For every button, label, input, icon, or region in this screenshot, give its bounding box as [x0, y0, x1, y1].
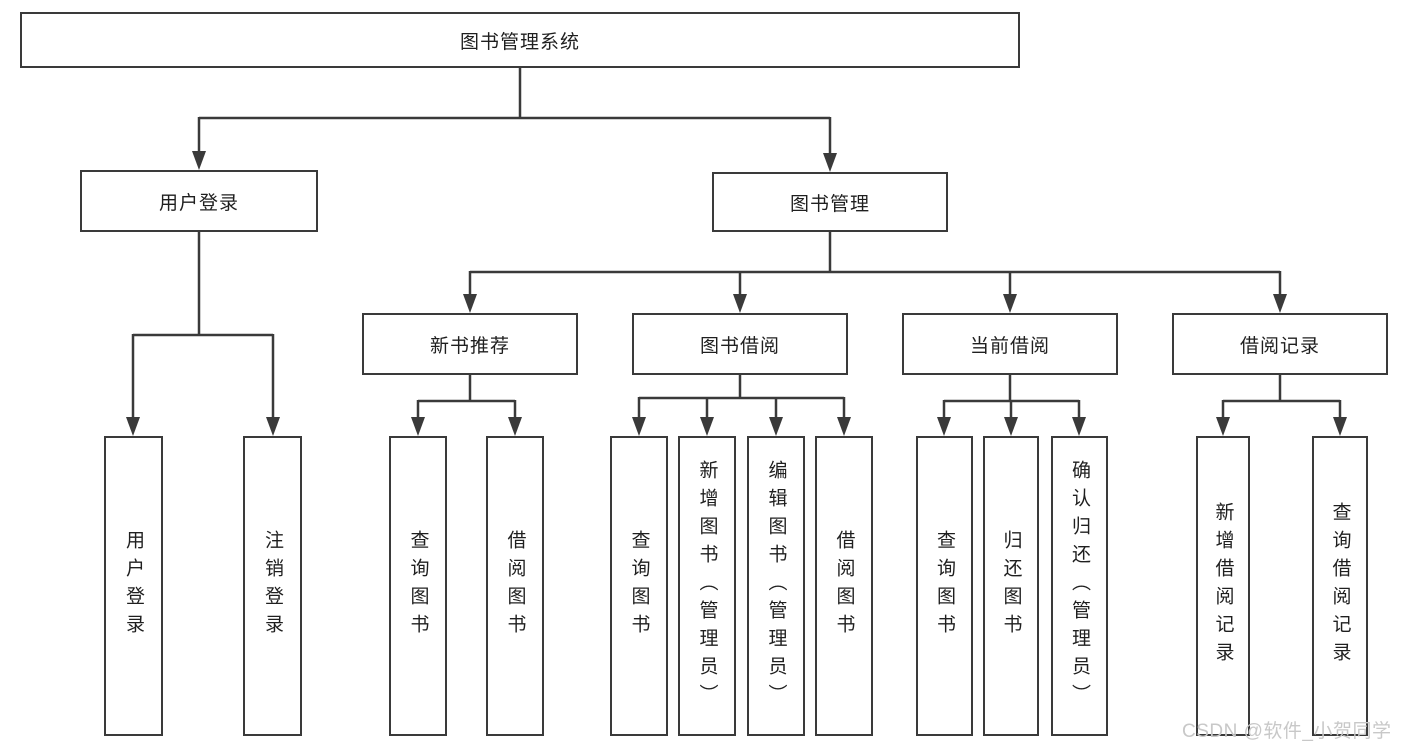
node-label: 当前借阅: [969, 335, 1050, 357]
leaf-query-borrow-record: 查询借阅记录: [1312, 436, 1368, 736]
leaf-borrow-books: 借阅图书: [815, 436, 873, 736]
node-library-management-system: 图书管理系统: [20, 12, 1020, 68]
leaf-confirm-return-admin: 确认归还（管理员）: [1051, 436, 1108, 736]
node-label: 新增图书（管理员）: [696, 460, 718, 712]
node-label: 编辑图书（管理员）: [765, 460, 787, 712]
node-label: 用户登录: [158, 192, 239, 214]
node-label: 图书管理系统: [459, 31, 580, 53]
node-book-management: 图书管理: [712, 172, 948, 232]
node-label: 图书借阅: [699, 335, 780, 357]
node-label: 查询借阅记录: [1329, 502, 1351, 670]
node-new-book-recommend: 新书推荐: [362, 313, 578, 375]
node-user-login: 用户登录: [80, 170, 318, 232]
node-label: 归还图书: [1000, 530, 1022, 642]
node-label: 确认归还（管理员）: [1069, 460, 1090, 712]
node-label: 图书管理: [789, 193, 870, 215]
leaf-query-books-current: 查询图书: [916, 436, 973, 736]
leaf-user-login: 用户登录: [104, 436, 163, 736]
node-label: 查询图书: [628, 530, 650, 642]
leaf-add-borrow-record: 新增借阅记录: [1196, 436, 1250, 736]
connector-book-borrowing-to-leaves: [632, 375, 851, 436]
node-label: 查询图书: [407, 530, 429, 642]
node-label: 查询图书: [934, 530, 955, 642]
node-label: 新书推荐: [429, 335, 510, 357]
leaf-borrow-books-recommend: 借阅图书: [486, 436, 544, 736]
connector-current-borrowing-to-leaves: [937, 375, 1086, 436]
connector-root-to-level2: [192, 68, 837, 172]
leaf-query-books-recommend: 查询图书: [389, 436, 447, 736]
leaf-add-books-admin: 新增图书（管理员）: [678, 436, 736, 736]
node-label: 借阅图书: [833, 530, 855, 642]
connector-new-book-recommend-to-leaves: [411, 375, 522, 436]
node-label: 注销登录: [262, 530, 283, 642]
leaf-query-books-borrowing: 查询图书: [610, 436, 668, 736]
leaf-edit-books-admin: 编辑图书（管理员）: [747, 436, 805, 736]
node-label: 借阅图书: [504, 530, 526, 642]
node-label: 用户登录: [123, 530, 144, 642]
node-current-borrowing: 当前借阅: [902, 313, 1118, 375]
connector-book-management-to-level3: [463, 232, 1287, 313]
node-book-borrowing: 图书借阅: [632, 313, 848, 375]
node-label: 借阅记录: [1239, 335, 1320, 357]
csdn-watermark: CSDN @软件_小贺同学: [1182, 721, 1392, 742]
leaf-return-books: 归还图书: [983, 436, 1039, 736]
node-label: 新增借阅记录: [1212, 502, 1234, 670]
leaf-logout-login: 注销登录: [243, 436, 302, 736]
node-borrowing-records: 借阅记录: [1172, 313, 1388, 375]
connector-user-login-to-leaves: [126, 232, 280, 436]
connector-borrowing-records-to-leaves: [1216, 375, 1347, 436]
